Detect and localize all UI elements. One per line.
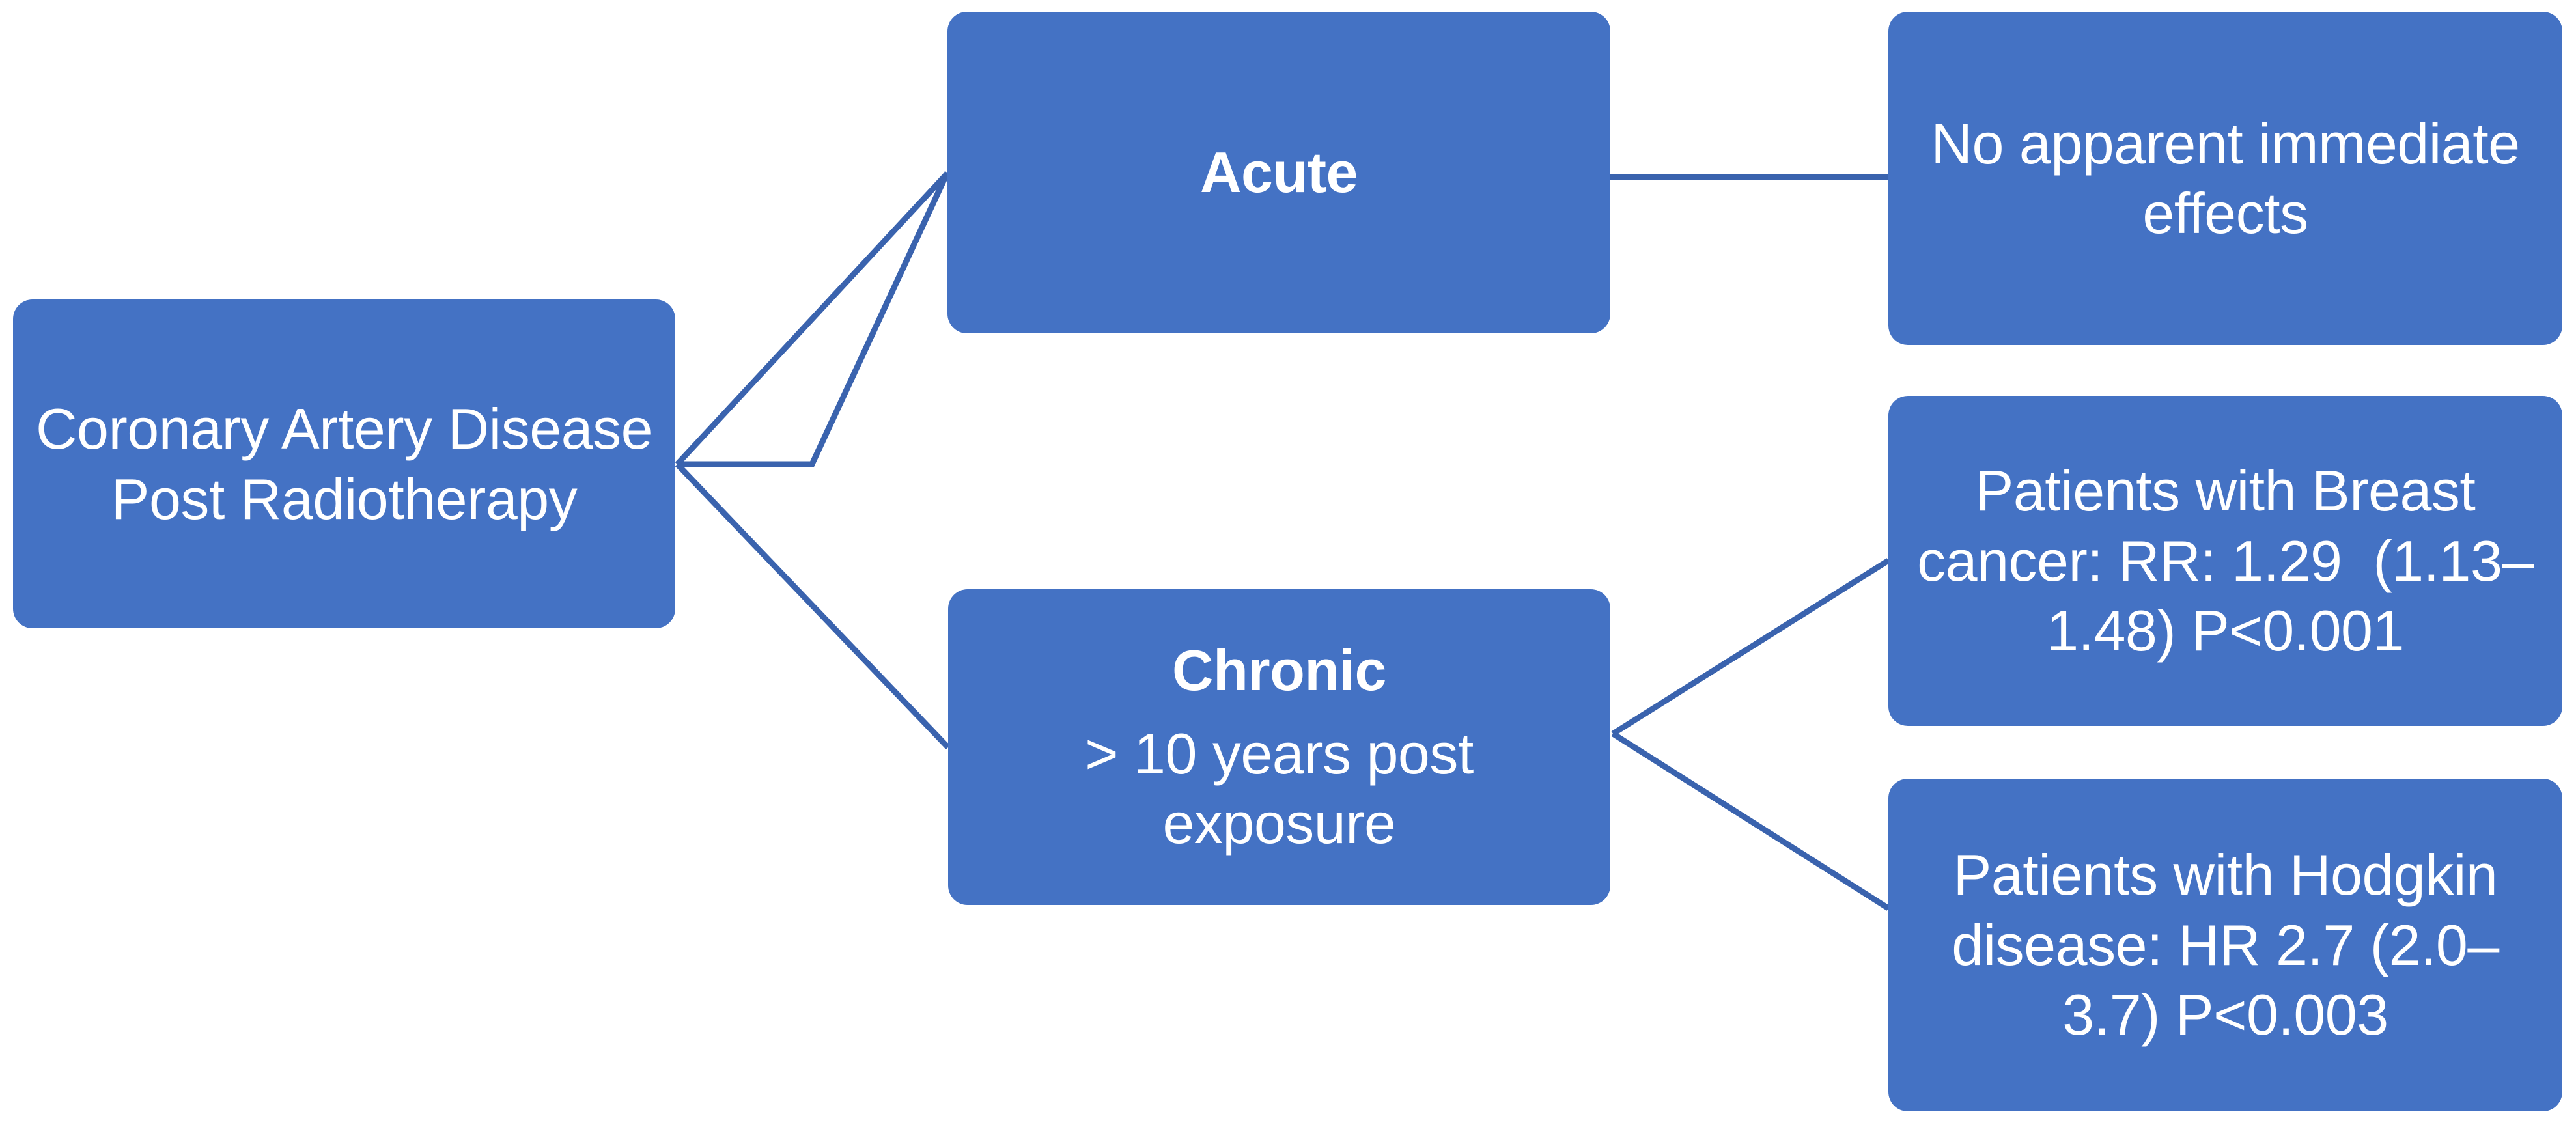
node-root-coronary-artery-disease[interactable]: Coronary Artery Disease Post Radiotherap…: [13, 299, 675, 628]
node-acute-outcome-label: No apparent immediate effects: [1931, 111, 2536, 245]
node-hodgkin-label: Patients with Hodgkin disease: HR 2.7 (2…: [1952, 842, 2513, 1048]
node-root-line-2: Post Radiotherapy: [111, 466, 578, 531]
node-chronic[interactable]: Chronic > 10 years post exposure: [948, 589, 1610, 905]
connector-chronic-to-breast: [1611, 558, 1890, 736]
node-hodgkin-disease-outcome[interactable]: Patients with Hodgkin disease: HR 2.7 (2…: [1888, 779, 2562, 1111]
connector-root-branch-up: [675, 171, 950, 467]
connector-root-to-acute: [677, 171, 951, 467]
node-acute-label: Acute: [1200, 140, 1358, 205]
node-no-apparent-immediate-effects[interactable]: No apparent immediate effects: [1888, 12, 2562, 345]
node-root-line-1: Coronary Artery Disease: [35, 397, 653, 462]
node-breast-cancer-label: Patients with Breast cancer: RR: 1.29 (1…: [1917, 458, 2534, 663]
connector-root-to-chronic: [675, 462, 951, 750]
connector-chronic-to-hodgkin: [1611, 731, 1890, 911]
node-chronic-subtitle: > 10 years post exposure: [1085, 721, 1489, 856]
node-chronic-title: Chronic: [1172, 638, 1386, 703]
node-acute[interactable]: Acute: [947, 12, 1610, 333]
node-breast-cancer-outcome[interactable]: Patients with Breast cancer: RR: 1.29 (1…: [1888, 396, 2562, 726]
